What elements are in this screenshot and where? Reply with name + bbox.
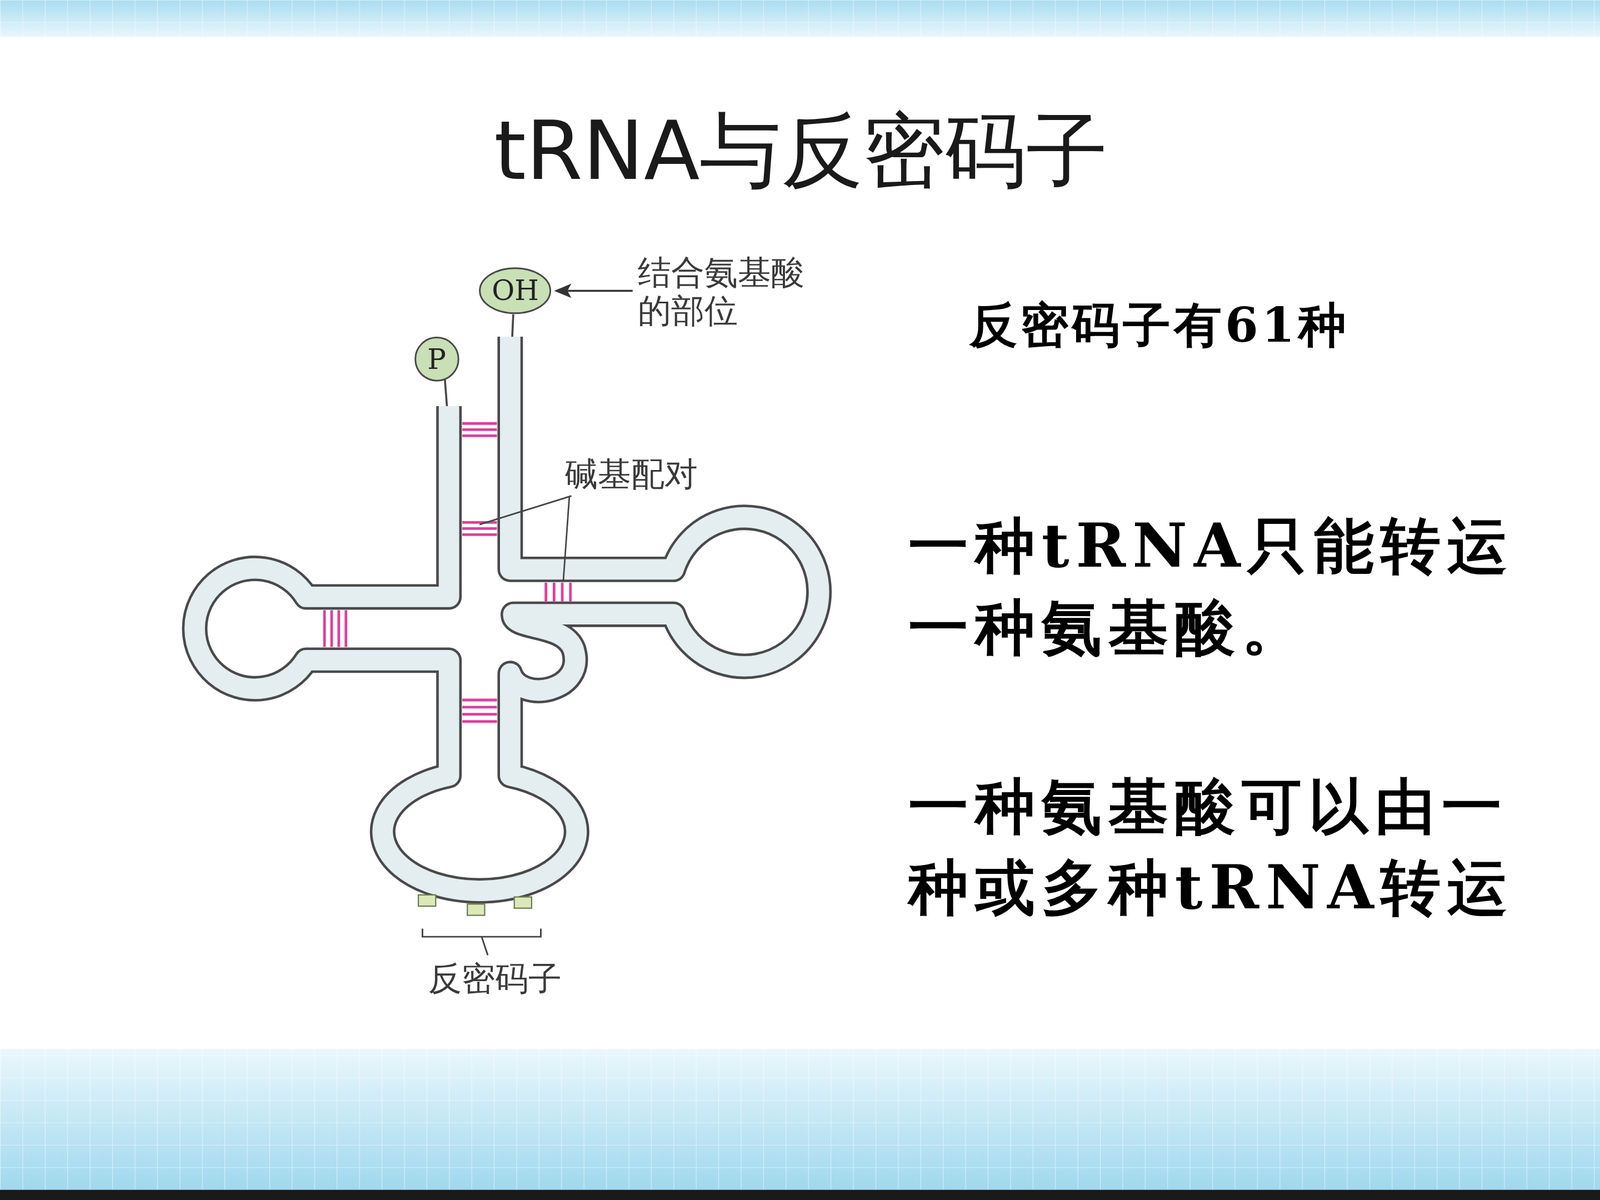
terminal-label: P	[414, 336, 460, 382]
base-pair	[330, 610, 334, 647]
slide-title: tRNA与反密码子	[290, 102, 1312, 200]
callout-arrow	[553, 283, 633, 299]
base-pair	[544, 582, 548, 603]
bracket	[422, 928, 541, 937]
p-link	[445, 379, 448, 407]
callout-label: 结合氨基酸的部位	[637, 253, 822, 330]
base-pair	[462, 434, 497, 438]
callout-label: 反密码子	[403, 959, 588, 998]
pairing-leaders	[479, 496, 572, 582]
leader-line	[479, 496, 572, 525]
note-text: 反密码子有61种	[969, 296, 1500, 354]
base-pair	[462, 533, 497, 537]
base-pair	[462, 698, 497, 702]
note-text: 一种氨基酸可以由一种或多种tRNA转运	[908, 765, 1537, 929]
base-pair	[337, 610, 340, 647]
strand-fill	[194, 336, 819, 891]
top-grid	[0, 0, 1600, 37]
anticodon-base	[467, 903, 485, 915]
oh-link	[512, 314, 514, 337]
note-text: 一种tRNA只能转运一种氨基酸。	[908, 505, 1537, 669]
base-pair	[462, 705, 497, 709]
base-pair	[344, 610, 348, 647]
base-pair	[462, 527, 497, 530]
anticodon-bracket	[422, 928, 541, 955]
leader-line	[567, 290, 633, 293]
strand-outline	[194, 336, 819, 891]
base-pairs	[324, 423, 571, 722]
base-pair	[568, 582, 572, 603]
base-pair	[462, 428, 497, 432]
anticodon-bases	[418, 895, 532, 916]
arrowhead	[553, 283, 572, 299]
terminal-circle: OH	[478, 267, 552, 314]
terminal-circle: P	[414, 336, 460, 382]
base-pair	[462, 422, 497, 425]
bottom-border	[0, 1190, 1600, 1200]
trna-strand	[194, 314, 819, 892]
base-pair	[462, 521, 497, 524]
base-pair	[323, 610, 327, 647]
base-pair	[561, 582, 564, 603]
terminal-label: OH	[478, 267, 552, 314]
bottom-band	[0, 1048, 1600, 1190]
anticodon-base	[514, 896, 532, 908]
leader-line	[563, 496, 570, 582]
top-band	[0, 0, 1600, 37]
base-pair	[462, 712, 497, 716]
anticodon-base	[418, 895, 436, 907]
bracket-tick	[481, 936, 488, 955]
base-pair	[552, 582, 556, 603]
bottom-grid	[0, 1048, 1600, 1190]
callout-label: 碱基配对	[564, 455, 769, 494]
base-pair	[462, 720, 497, 723]
